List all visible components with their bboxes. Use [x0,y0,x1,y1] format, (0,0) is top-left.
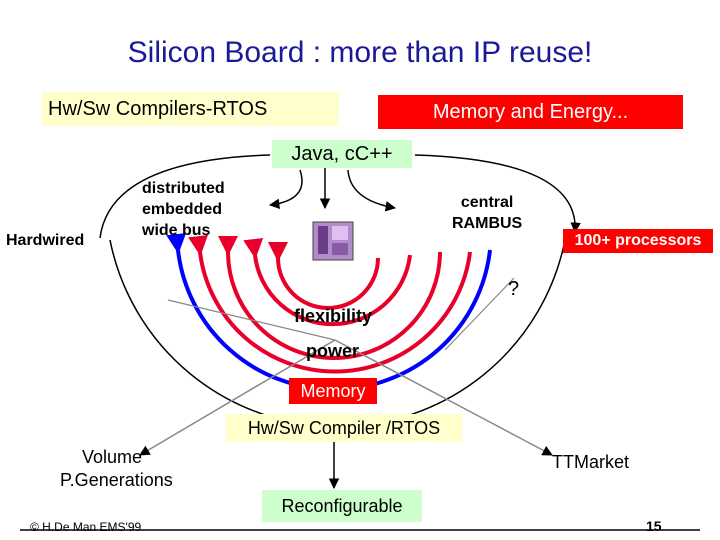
footer-credit: © H.De Man EMS'99 [30,520,141,534]
volume-line1: Volume [60,446,173,469]
hardwired-label: Hardwired [6,232,84,250]
java-arrow-left [270,170,302,205]
ttmarket-label: TTMarket [552,452,629,473]
page-title: Silicon Board : more than IP reuse! [0,36,720,70]
distributed-line1: distributed [142,178,225,199]
distributed-label: distributed embedded wide bus [142,178,225,241]
power-label: power [306,341,359,362]
hwsw-compiler-box: Hw/Sw Compiler /RTOS [226,414,462,442]
central-line2: RAMBUS [452,213,522,234]
red-arc-4 [278,258,378,308]
memory-energy-box: Memory and Energy... [378,95,683,129]
distributed-line3: wide bus [142,220,225,241]
processors-box: 100+ processors [563,229,713,253]
chip-image-icon [313,222,353,260]
central-rambus-label: central RAMBUS [452,192,522,234]
java-arrow-right [348,170,395,208]
central-line1: central [452,192,522,213]
flexibility-label: flexibility [294,306,372,327]
volume-line2: P.Generations [60,469,173,492]
java-box: Java, cC++ [272,140,412,168]
volume-label: Volume P.Generations [60,446,173,492]
reconfigurable-box: Reconfigurable [262,490,422,522]
question-mark: ? [508,278,519,301]
compilers-rtos-box: Hw/Sw Compilers-RTOS [42,92,339,126]
page-number: 15 [646,518,662,534]
memory-box: Memory [289,378,377,404]
distributed-line2: embedded [142,199,225,220]
